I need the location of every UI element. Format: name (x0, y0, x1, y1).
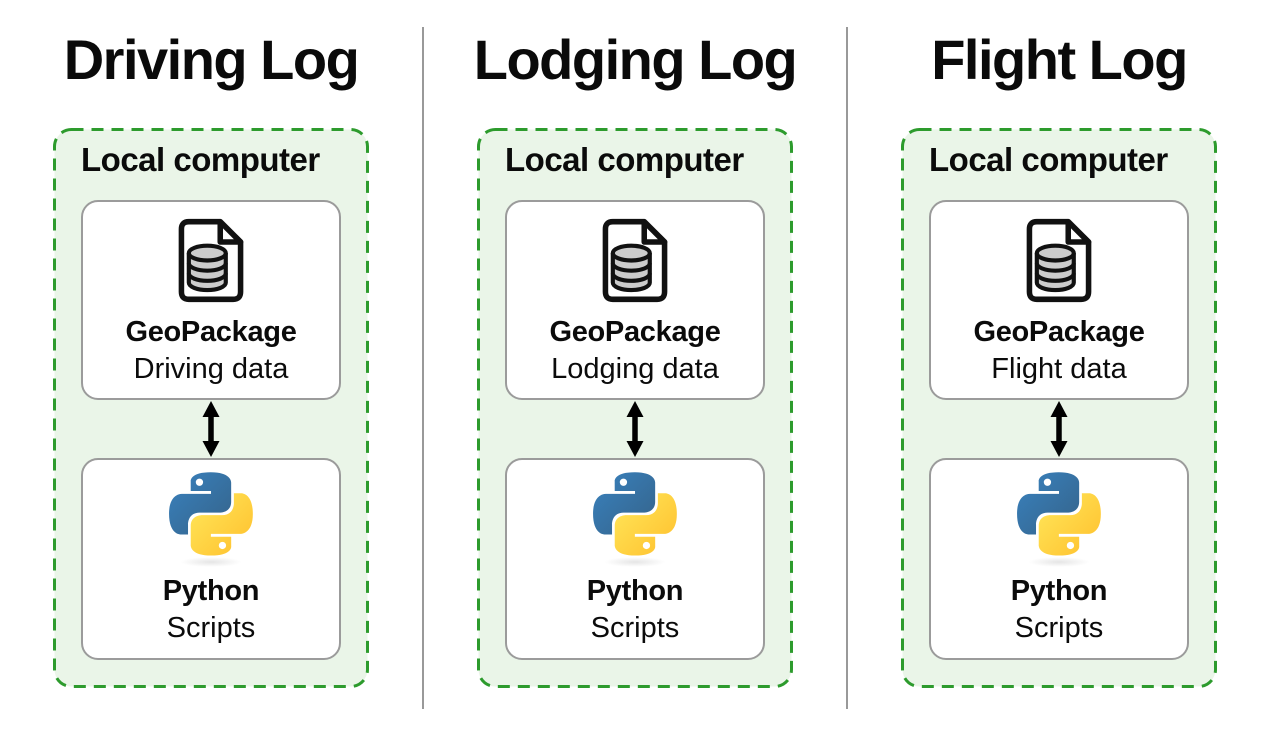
runtime-subtitle: Scripts (1014, 612, 1104, 644)
local-computer-container: Local computer GeoPackage Lodging data (477, 128, 793, 688)
workflow-column-lodging: Lodging Log Local computer (424, 0, 846, 688)
storage-subtitle: Driving data (133, 353, 289, 385)
python-logo-icon (1017, 472, 1101, 556)
database-file-icon (1026, 218, 1092, 303)
python-node: Python Scripts (81, 458, 341, 660)
local-computer-content: Local computer GeoPackage Driving data (53, 128, 369, 688)
local-computer-label: Local computer (929, 141, 1168, 178)
column-title: Flight Log (931, 28, 1188, 91)
runtime-subtitle: Scripts (166, 612, 256, 644)
runtime-subtitle: Scripts (590, 612, 680, 644)
python-logo-icon (169, 472, 253, 556)
database-file-icon (178, 218, 244, 303)
python-logo-shadow (604, 557, 666, 567)
geopackage-node: GeoPackage Flight data (929, 200, 1189, 400)
database-file-icon (602, 218, 668, 303)
double-headed-vertical-arrow-icon (626, 401, 644, 457)
local-computer-container: Local computer GeoPackage Driving data (53, 128, 369, 688)
link-arrow-zone (81, 400, 341, 458)
storage-subtitle: Flight data (991, 353, 1127, 385)
runtime-title: Python (1010, 575, 1108, 607)
double-headed-vertical-arrow-icon (1050, 401, 1068, 457)
python-logo-icon (593, 472, 677, 556)
local-computer-content: Local computer GeoPackage Flight data (901, 128, 1217, 688)
runtime-title: Python (162, 575, 260, 607)
storage-title: GeoPackage (549, 316, 721, 348)
workflow-column-flight: Flight Log Local computer (848, 0, 1270, 688)
column-title: Driving Log (63, 28, 360, 91)
geopackage-node: GeoPackage Lodging data (505, 200, 765, 400)
column-divider (846, 27, 848, 709)
local-computer-label: Local computer (505, 141, 744, 178)
column-title: Lodging Log (473, 28, 798, 91)
storage-title: GeoPackage (125, 316, 297, 348)
local-computer-container: Local computer GeoPackage Flight data (901, 128, 1217, 688)
python-node: Python Scripts (929, 458, 1189, 660)
python-logo-shadow (1028, 557, 1090, 567)
geopackage-node: GeoPackage Driving data (81, 200, 341, 400)
local-computer-label: Local computer (81, 141, 320, 178)
python-node: Python Scripts (505, 458, 765, 660)
local-computer-content: Local computer GeoPackage Lodging data (477, 128, 793, 688)
link-arrow-zone (505, 400, 765, 458)
storage-subtitle: Lodging data (551, 353, 719, 385)
link-arrow-zone (929, 400, 1189, 458)
workflow-column-driving: Driving Log Local computer (0, 0, 422, 688)
column-divider (422, 27, 424, 709)
python-logo-shadow (180, 557, 242, 567)
double-headed-vertical-arrow-icon (202, 401, 220, 457)
storage-title: GeoPackage (973, 316, 1145, 348)
runtime-title: Python (586, 575, 684, 607)
